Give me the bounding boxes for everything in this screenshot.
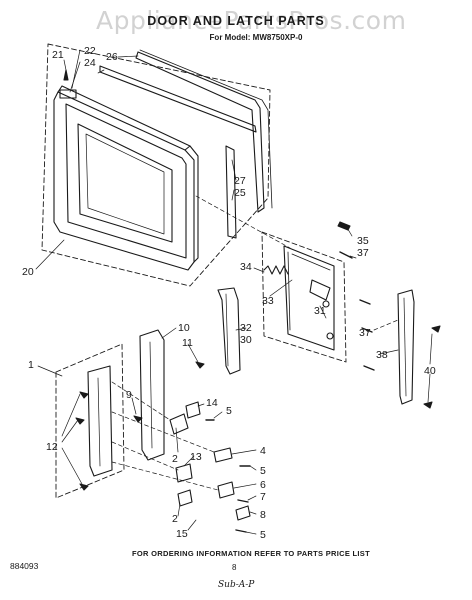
screw-12b [75,417,85,425]
latch-assembly [217,221,441,409]
screw-40b [423,401,433,409]
callout-14: 14 [206,397,218,409]
seal-strip-27 [225,145,237,239]
latch-plate [283,245,335,351]
callout-6: 6 [260,479,266,491]
watermark: AppliancePartsPros.com [96,6,407,35]
callout-15: 15 [176,528,188,540]
door-window-inner [85,133,165,235]
model-subtitle: For Model: MW8750XP-0 [209,33,303,42]
callout-11: 11 [182,337,193,349]
screw-21 [63,69,69,81]
screw-35 [337,221,351,231]
part-8 [235,505,251,521]
callout-30: 30 [240,334,252,346]
door-frame [53,91,195,271]
diagram-title: DOOR AND LATCH PARTS [147,14,325,28]
latch-group-outline [261,231,347,363]
callout-1: 1 [28,359,34,371]
callout-40: 40 [424,365,436,377]
door-seal-24 [99,65,257,133]
callout-24: 24 [84,57,96,69]
callout-12: 12 [46,441,58,453]
bracket-14 [185,401,201,419]
door-assembly [35,43,291,287]
callout-34: 34 [240,261,252,273]
callout-31: 31 [314,305,326,317]
screw-11 [195,361,205,369]
door-hook-32 [217,287,241,375]
callout-4: 4 [260,445,266,457]
callout-13: 13 [190,451,202,463]
callout-9: 9 [126,389,132,401]
switch-4 [213,447,233,463]
part-6 [217,481,235,499]
channel-10 [139,329,165,461]
callout-22: 22 [84,45,96,57]
callout-labels: 21 22 24 26 27 25 20 35 37 34 33 31 32 3… [22,45,436,541]
interlock-bracket-1 [87,365,113,477]
hinge-22 [59,89,77,99]
callout-35: 35 [357,235,369,247]
ordering-note: FOR ORDERING INFORMATION REFER TO PARTS … [132,549,370,558]
side-bracket-38 [397,289,415,405]
callout-37b: 37 [359,327,371,339]
switch-13 [175,463,193,483]
screw-12c [79,483,89,491]
callout-2a: 2 [172,453,178,465]
choke-strip-26 [135,51,265,213]
callout-10: 10 [178,322,190,334]
callout-33: 33 [262,295,274,307]
door-frame-inner [65,103,187,259]
screw-40a [431,325,441,333]
handwritten-mark: Sub-A-P [218,580,255,590]
callout-38: 38 [376,349,388,361]
interlock-group-outline [55,343,125,499]
page-number: 8 [232,563,237,572]
door-group-outline [41,43,271,287]
door-window [77,123,173,243]
callout-5b: 5 [260,465,266,477]
callout-21: 21 [52,49,64,61]
interlock-assembly [37,327,257,535]
screw-12a [79,391,89,399]
callout-27: 27 [234,175,246,187]
callout-37a: 37 [357,247,369,259]
callout-5a: 5 [226,405,232,417]
callout-20: 20 [22,266,34,278]
document-number: 884093 [10,561,39,571]
callout-26: 26 [106,51,118,63]
switch-2a [169,413,189,435]
screw-9 [133,415,143,423]
callout-7: 7 [260,491,266,503]
callout-25: 25 [234,187,246,199]
spring-34 [263,265,289,275]
callout-5c: 5 [260,529,266,541]
callout-2b: 2 [172,513,178,525]
callout-32: 32 [240,322,252,334]
callout-8: 8 [260,509,266,521]
switch-2b [177,489,193,507]
latch-lever-31 [309,279,331,301]
